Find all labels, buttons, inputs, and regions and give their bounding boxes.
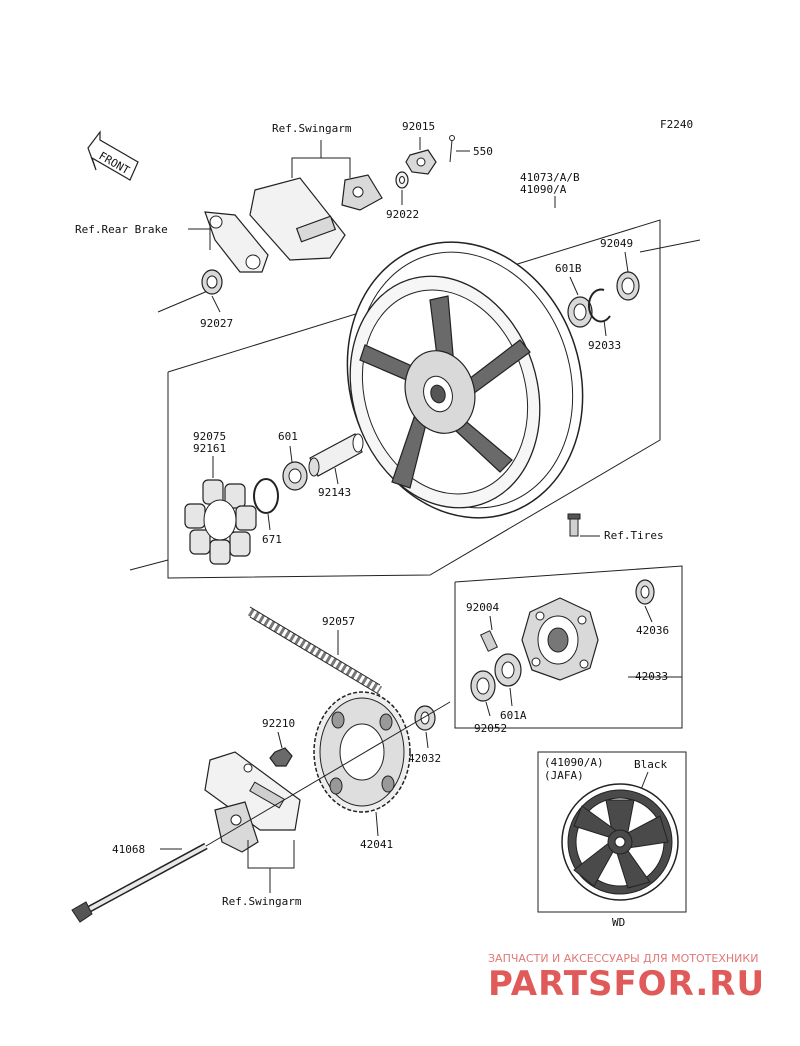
stud-92004 — [480, 630, 498, 652]
bearing-601A — [494, 653, 522, 687]
bearing-601B — [567, 296, 593, 328]
rear-sprocket-42041 — [313, 691, 411, 813]
ref-swingarm-top: Ref.Swingarm — [272, 122, 352, 135]
label-92143: 92143 — [318, 486, 351, 499]
wheel-assembly-frame — [167, 219, 661, 579]
drive-chain-92057 — [247, 606, 383, 696]
rear-axle-41068 — [71, 842, 208, 923]
label-92052: 92052 — [474, 722, 507, 735]
hub-damper-92075 — [184, 479, 257, 565]
label-601: 601 — [278, 430, 298, 443]
bearing-601 — [282, 461, 308, 491]
label-601A: 601A — [500, 709, 527, 722]
rear-wheel-41073 — [346, 241, 584, 519]
label-92004: 92004 — [466, 601, 499, 614]
chain-adjuster-plate — [204, 751, 301, 831]
collar-92027 — [201, 269, 223, 295]
inset-code: (41090/A) — [544, 756, 604, 769]
label-601B: 601B — [555, 262, 582, 275]
label-42032: 42032 — [408, 752, 441, 765]
label-92161: 92161 — [193, 442, 226, 455]
ref-swingarm-bottom: Ref.Swingarm — [222, 895, 302, 908]
label-92027: 92027 — [200, 317, 233, 330]
ref-tires: Ref.Tires — [604, 529, 664, 542]
label-42041: 42041 — [360, 838, 393, 851]
front-arrow-icon: FRONT — [87, 130, 139, 181]
diagram-code: F2240 — [660, 118, 693, 131]
inset-region: (JAFA) — [544, 769, 584, 782]
nut-92210 — [269, 747, 293, 767]
label-92015: 92015 — [402, 120, 435, 133]
label-92022: 92022 — [386, 208, 419, 221]
label-92049: 92049 — [600, 237, 633, 250]
inset-color: Black — [634, 758, 667, 771]
inset-marker: WD — [612, 916, 625, 929]
adjuster-block — [214, 801, 259, 853]
sprocket-hub-frame — [454, 565, 683, 729]
oil-seal-92052 — [470, 670, 496, 702]
cotter-pin-550 — [449, 135, 455, 163]
collar-42032 — [414, 705, 436, 731]
valve-stem-icon — [567, 513, 581, 537]
swingarm-plate — [249, 177, 346, 261]
label-671: 671 — [262, 533, 282, 546]
o-ring-671 — [253, 478, 279, 514]
collar-42036 — [635, 579, 655, 605]
black-wheel-icon — [561, 783, 679, 901]
label-92210: 92210 — [262, 717, 295, 730]
label-92033: 92033 — [588, 339, 621, 352]
swingarm-slider — [341, 174, 383, 211]
spacer-92143 — [308, 433, 364, 477]
label-42036: 42036 — [636, 624, 669, 637]
oil-seal-92049 — [616, 271, 640, 301]
ref-rear-brake: Ref.Rear Brake — [75, 223, 168, 236]
sprocket-hub-42033 — [521, 597, 599, 681]
label-92075: 92075 — [193, 430, 226, 443]
label-41068: 41068 — [112, 843, 145, 856]
circlip-92033 — [587, 288, 611, 323]
brake-caliper-bracket — [204, 211, 269, 273]
washer-92022 — [395, 171, 409, 189]
watermark-brand: PARTSFOR.RU — [488, 964, 765, 1004]
label-550: 550 — [473, 145, 493, 158]
axle-nut-92015 — [405, 149, 437, 175]
label-42033: 42033 — [635, 670, 668, 683]
label-92057: 92057 — [322, 615, 355, 628]
watermark-tagline: ЗАПЧАСТИ И АКСЕССУАРЫ ДЛЯ МОТОТЕХНИКИ — [488, 952, 758, 965]
label-41090: 41090/A — [520, 183, 567, 196]
label-41073: 41073/A/B — [520, 171, 580, 184]
